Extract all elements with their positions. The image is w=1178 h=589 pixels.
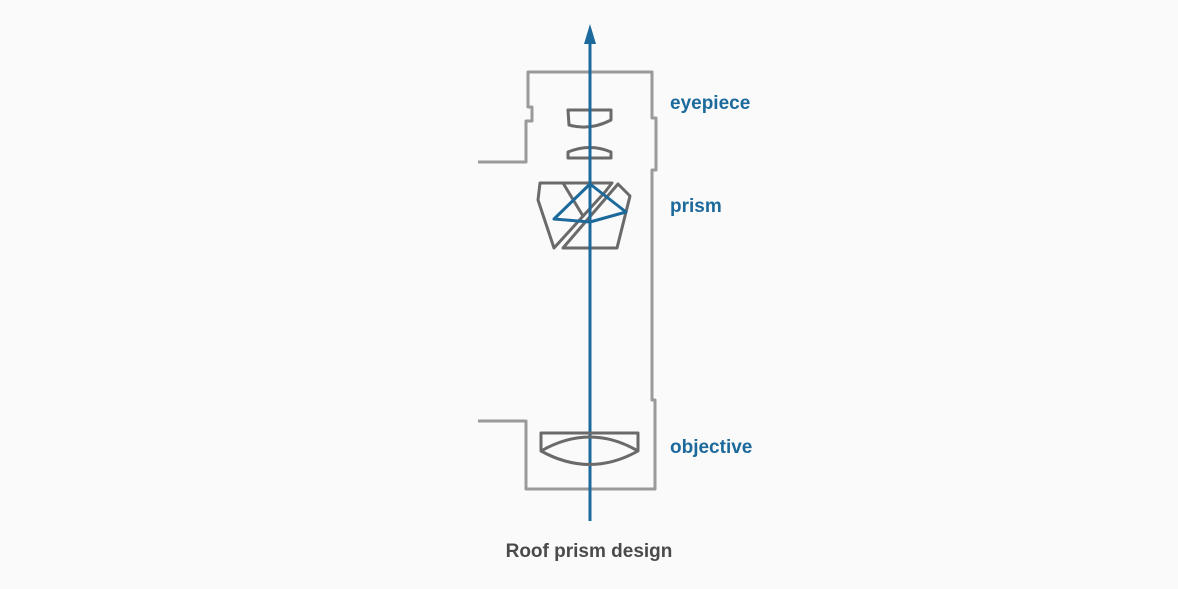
objective-lens [539,431,640,466]
eyepiece-lenses [566,108,613,160]
housing [478,70,658,491]
eyepiece-lens-upper [566,108,613,129]
arrowhead-icon [584,24,596,44]
objective-lens-curve [540,435,639,453]
prism-label: prism [670,196,722,217]
objective-label: objective [670,437,753,458]
light-path [552,24,628,521]
prism-right-element [561,182,632,250]
housing-outline [478,70,658,491]
diagram-caption: Roof prism design [505,541,673,562]
eyepiece-label: eyepiece [670,93,751,114]
eyepiece-lens-lower [566,146,613,160]
